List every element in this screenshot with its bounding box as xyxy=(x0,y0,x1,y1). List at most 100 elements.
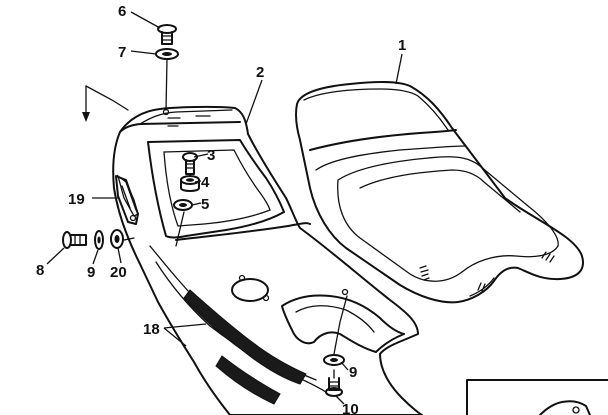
cowl-side-crease xyxy=(149,245,317,381)
washer-9-right-inner xyxy=(330,358,338,362)
callout-5: 5 xyxy=(201,196,209,213)
cowl-cutout xyxy=(281,294,405,353)
bolt-10-shank xyxy=(328,377,340,391)
bolt-part-10 xyxy=(325,377,343,397)
side-stripe xyxy=(183,289,307,405)
inset-part-hole xyxy=(572,406,580,414)
grommet-part-5 xyxy=(173,199,193,211)
grommet-20-inner xyxy=(114,235,120,243)
assembly-centerlines xyxy=(82,58,348,379)
callout-20: 20 xyxy=(110,264,127,281)
callout-6: 6 xyxy=(118,3,126,20)
washer-part-9-right xyxy=(323,354,345,366)
leader-10 xyxy=(335,395,345,405)
leader-18b xyxy=(163,327,187,347)
grommet-20-outer xyxy=(110,229,124,249)
callout-10: 10 xyxy=(342,401,359,415)
centerline-9-10 xyxy=(333,295,348,355)
callout-19: 19 xyxy=(68,191,85,208)
inset-detail xyxy=(466,379,608,415)
centerline-6-7 xyxy=(165,58,168,111)
washer-7-inner xyxy=(162,52,172,56)
callout-1: 1 xyxy=(398,37,406,54)
leader-20 xyxy=(117,247,122,264)
inset-part-sketch xyxy=(539,400,591,415)
washer-9-right-outer xyxy=(323,354,345,366)
screw-6-threads xyxy=(161,35,173,41)
cowl-seat-recess xyxy=(147,139,285,239)
stripe-dark-band xyxy=(183,289,307,385)
washer-part-7 xyxy=(155,48,179,60)
callout-labels: 1 2 3 4 5 6 7 8 9 20 19 18 9 10 xyxy=(36,3,406,415)
collar-part-4 xyxy=(180,175,200,192)
collar-4-body xyxy=(180,179,200,192)
seat-outline xyxy=(295,80,584,304)
washer-9-left-outer xyxy=(94,230,104,250)
bolt-part-8 xyxy=(62,231,87,249)
tail-cowl xyxy=(112,105,423,415)
callout-7: 7 xyxy=(118,44,126,61)
bolt-8-shank xyxy=(69,234,87,246)
cowl-recess-inner xyxy=(163,149,271,227)
seat-top-edge xyxy=(303,88,449,131)
inset-frame xyxy=(466,379,608,415)
callout-8: 8 xyxy=(36,262,44,279)
leader-6 xyxy=(130,11,161,29)
leader-lines xyxy=(46,11,403,405)
cowl-top-slots xyxy=(167,115,211,127)
leader-9-left xyxy=(92,249,99,265)
callout-3: 3 xyxy=(207,147,215,164)
bolt-8-head xyxy=(62,231,72,249)
collar-4-bore xyxy=(186,178,194,182)
leader-18a xyxy=(163,323,207,329)
direction-arrow-head xyxy=(82,112,90,122)
collar-4-top xyxy=(180,175,200,185)
leader-5 xyxy=(191,202,202,206)
bracket-outline xyxy=(115,175,139,225)
bolt-3-shank xyxy=(185,159,195,175)
cowl-rear-hole xyxy=(231,278,269,302)
cowl-hole-small-b xyxy=(262,294,270,302)
bolt-10-head xyxy=(325,387,343,397)
grommet-5-inner xyxy=(179,203,187,207)
cowl-outer-outline xyxy=(112,105,423,415)
centerline-8-20 xyxy=(123,237,135,241)
screw-6-shank xyxy=(161,31,173,45)
seat-inner-seam xyxy=(359,169,521,213)
seat-stitch-marks xyxy=(419,251,555,292)
leader-8 xyxy=(46,247,65,265)
bolt-3-threads xyxy=(185,163,195,169)
screw-part-6 xyxy=(157,24,177,45)
cowl-hole-small-a xyxy=(238,274,246,282)
centerline-3-5 xyxy=(175,211,185,247)
direction-arrow-line xyxy=(85,85,129,111)
lock-bracket xyxy=(115,175,139,225)
screw-6-head xyxy=(157,24,177,34)
seat-pad-outline xyxy=(337,156,559,282)
cowl-cutout-inner xyxy=(295,305,375,333)
callout-9-left: 9 xyxy=(87,264,95,281)
cowl-top-panel xyxy=(139,109,233,125)
cowl-lower-rim xyxy=(175,222,311,241)
washer-part-9-left xyxy=(94,230,104,250)
grommet-part-20 xyxy=(110,229,124,249)
seat xyxy=(295,80,584,304)
seat-side-seam xyxy=(315,145,467,171)
leader-3 xyxy=(193,153,209,158)
bracket-detail xyxy=(121,181,137,211)
washer-9-left-inner xyxy=(97,236,101,244)
cowl-front-edge xyxy=(119,121,241,133)
callout-9-right: 9 xyxy=(349,364,357,381)
stripe-dark-band-lower xyxy=(215,355,281,405)
leader-2 xyxy=(245,79,263,125)
callout-18: 18 xyxy=(143,321,160,338)
leader-9-right xyxy=(340,361,349,371)
leader-1 xyxy=(395,53,403,85)
callout-4: 4 xyxy=(201,174,210,191)
leader-4 xyxy=(194,180,202,183)
cowl-hole-small-c xyxy=(341,288,349,296)
bolt-10-threads xyxy=(328,381,340,387)
callout-2: 2 xyxy=(256,64,264,81)
